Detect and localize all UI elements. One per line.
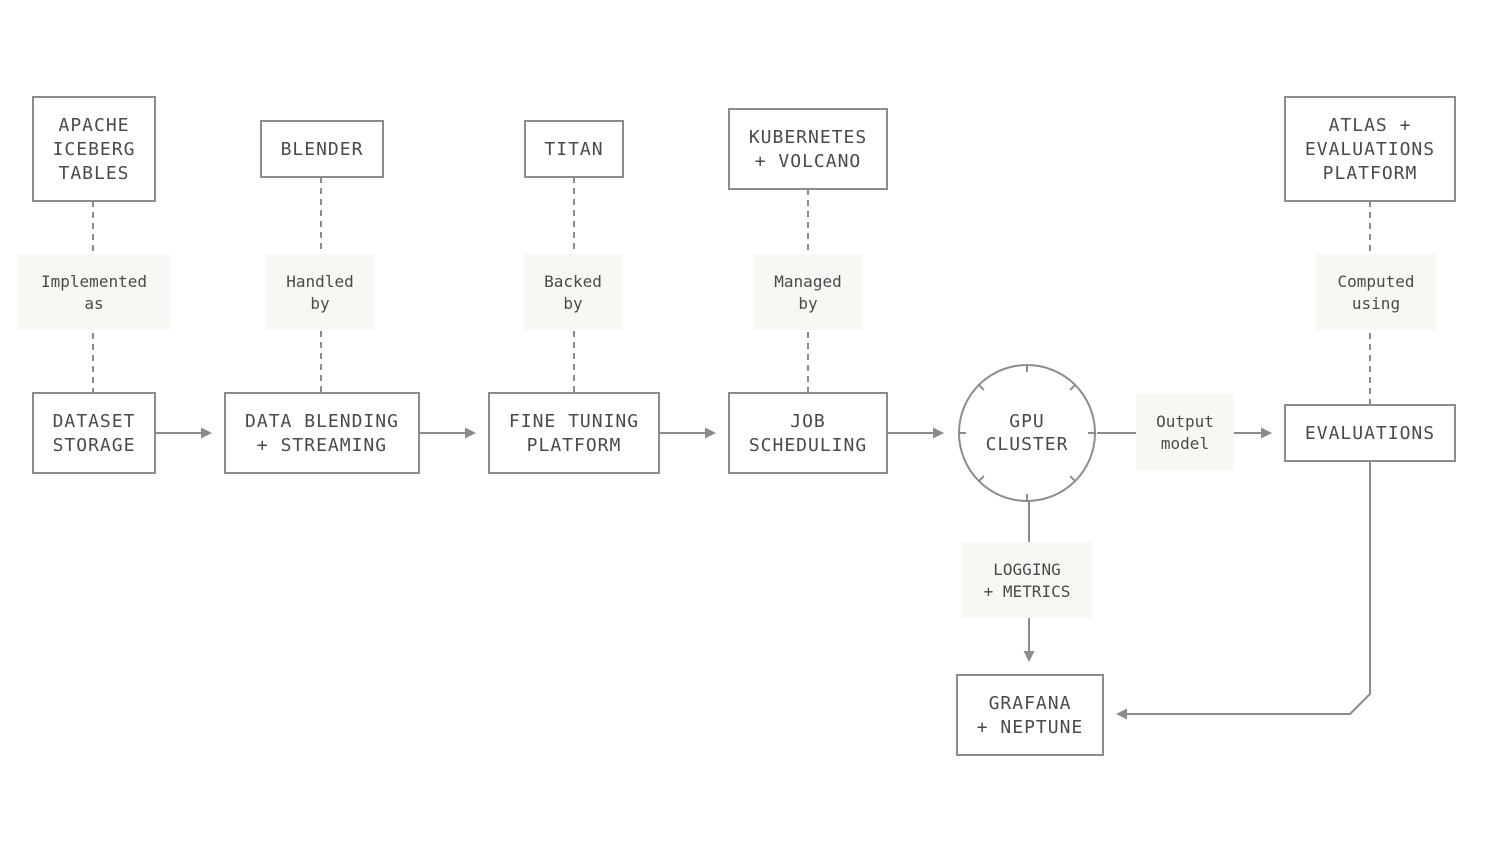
label-line: Backed [544,272,602,291]
label-line: by [563,294,583,313]
arrowhead [465,427,476,439]
node-line: DATASET [53,411,136,432]
label-handled-by: Handled by [266,254,374,330]
node-job-scheduling: JOB SCHEDULING [728,392,888,474]
node-gpu-cluster: GPU CLUSTER [957,363,1097,503]
label-backed-by: Backed by [524,254,622,330]
node-titan: TITAN [524,120,624,178]
node-line: + STREAMING [257,435,387,456]
node-dataset-storage: DATASET STORAGE [32,392,156,474]
label-managed-by: Managed by [754,254,862,330]
label-line: model [1161,434,1209,453]
node-blender: BLENDER [260,120,384,178]
node-grafana-neptune: GRAFANA + NEPTUNE [956,674,1104,756]
node-line: STORAGE [53,435,136,456]
node-evaluations: EVALUATIONS [1284,404,1456,462]
node-line: BLENDER [281,139,364,160]
label-output-model: Output model [1136,394,1234,470]
label-line: Implemented [41,272,147,291]
node-apache-iceberg: APACHE ICEBERG TABLES [32,96,156,202]
label-line: Handled [286,272,353,291]
node-line: GRAFANA [989,693,1072,714]
node-line: FINE TUNING [509,411,639,432]
node-line: GPU [1009,411,1045,432]
label-line: + METRICS [984,582,1071,601]
node-line: EVALUATIONS [1305,423,1435,444]
node-line: + VOLCANO [755,151,862,172]
node-line: SCHEDULING [749,435,867,456]
arrowhead [1023,651,1035,662]
label-line: by [310,294,330,313]
arrowhead [201,427,212,439]
label-computed-using: Computed using [1316,254,1436,330]
arrowhead [1261,427,1272,439]
node-line: DATA BLENDING [245,411,399,432]
node-atlas-evaluations-platform: ATLAS + EVALUATIONS PLATFORM [1284,96,1456,202]
node-line: TITAN [544,139,603,160]
node-line: ICEBERG [53,139,136,160]
node-line: + NEPTUNE [977,717,1084,738]
node-line: KUBERNETES [749,127,867,148]
label-implemented-as: Implemented as [18,254,170,330]
node-line: PLATFORM [1323,163,1418,184]
node-line: CLUSTER [986,434,1069,455]
label-line: using [1352,294,1400,313]
label-line: by [798,294,818,313]
arrow-evaluations-to-grafana [1127,461,1371,715]
arrowhead [1116,708,1127,720]
label-line: LOGGING [993,560,1060,579]
label-line: Managed [774,272,841,291]
gpu-cluster-shape [957,363,1097,503]
node-data-blending-streaming: DATA BLENDING + STREAMING [224,392,420,474]
label-logging-metrics: LOGGING + METRICS [962,542,1092,618]
label-line: as [84,294,103,313]
node-line: APACHE [58,115,129,136]
arrowhead [933,427,944,439]
node-line: TABLES [58,163,129,184]
label-line: Computed [1337,272,1414,291]
node-kubernetes-volcano: KUBERNETES + VOLCANO [728,108,888,190]
node-line: EVALUATIONS [1305,139,1435,160]
node-line: JOB [790,411,826,432]
node-fine-tuning-platform: FINE TUNING PLATFORM [488,392,660,474]
label-line: Output [1156,412,1214,431]
node-line: PLATFORM [527,435,622,456]
arrowhead [705,427,716,439]
node-line: ATLAS + [1329,115,1412,136]
